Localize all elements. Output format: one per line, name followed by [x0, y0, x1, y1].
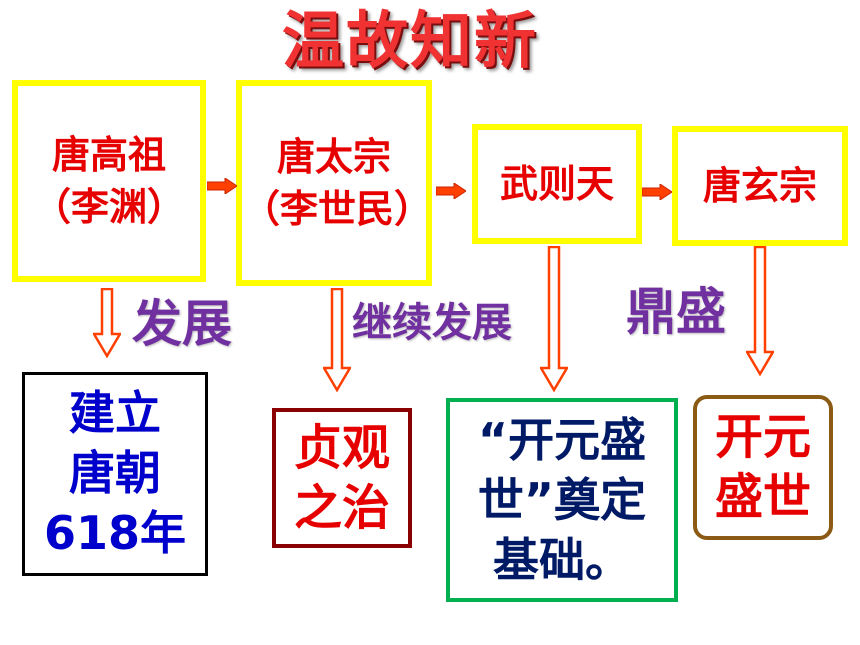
label-peak: 鼎盛	[626, 283, 726, 341]
arrow-right-icon	[642, 184, 672, 200]
result-line: 建立	[69, 386, 161, 440]
result-line: “开元盛	[477, 413, 647, 467]
arrow-right-icon	[207, 178, 237, 194]
result-line: 世”奠定	[477, 473, 647, 527]
result-line: 盛世	[714, 469, 811, 525]
result-line: 开元	[714, 409, 811, 465]
label-continue-develop: 继续发展	[352, 300, 512, 346]
result-box-foundation: “开元盛 世”奠定 基础。	[446, 398, 678, 602]
result-line: 贞观	[293, 420, 390, 476]
ruler-box-wuzetian: 武则天	[472, 124, 642, 244]
ruler-personal-name: （李世民）	[242, 187, 433, 231]
arrow-right-icon	[436, 183, 466, 199]
result-line: 基础。	[493, 533, 631, 587]
ruler-personal-name: （李渊）	[32, 185, 185, 229]
ruler-box-xuanzong: 唐玄宗	[672, 126, 848, 246]
arrow-down-icon	[93, 288, 121, 358]
result-line: 唐朝	[69, 446, 161, 500]
arrow-down-icon	[540, 246, 568, 392]
ruler-name: 唐高祖	[51, 133, 166, 177]
arrow-down-icon	[746, 246, 774, 376]
ruler-box-taizong: 唐太宗 （李世民）	[236, 80, 432, 286]
result-box-kaiyuan: 开元 盛世	[693, 395, 833, 540]
result-box-founding: 建立 唐朝 618年	[22, 372, 208, 576]
ruler-name: 武则天	[499, 162, 614, 206]
result-box-zhenguan: 贞观 之治	[272, 408, 412, 548]
ruler-box-gaozu: 唐高祖 （李渊）	[12, 80, 206, 282]
title: 温故知新	[281, 4, 538, 77]
result-line: 618年	[43, 506, 187, 560]
label-develop: 发展	[132, 295, 232, 353]
ruler-name: 唐太宗	[276, 135, 391, 179]
ruler-name: 唐玄宗	[702, 164, 817, 208]
result-line: 之治	[293, 480, 390, 536]
arrow-down-icon	[323, 288, 351, 392]
